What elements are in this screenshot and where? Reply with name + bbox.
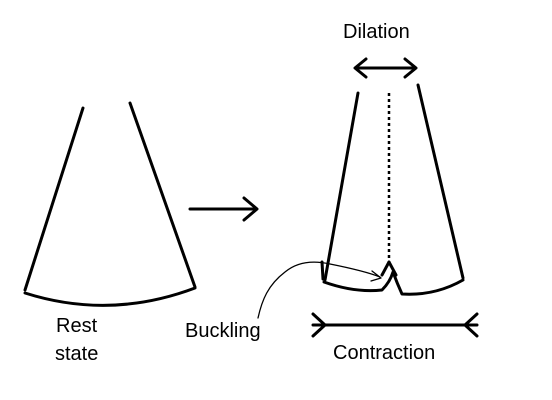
deformed-cone-left-wall [323, 91, 360, 282]
buckling-pointer-head [370, 270, 382, 282]
transition-arrow [188, 196, 259, 222]
rest-cone-base [23, 286, 197, 307]
contraction-arrow-right-head [463, 312, 479, 338]
deformed-cone-left-wall-foot [320, 260, 325, 281]
deformed-cone [320, 83, 465, 296]
buckling-pointer [257, 261, 382, 319]
dilation-arrow-left-head [353, 57, 368, 79]
buckling-label: Buckling [185, 320, 261, 342]
contraction-arrow [311, 312, 479, 338]
deformed-cone-buckled-base [322, 270, 465, 296]
dilation-arrow-right-head [403, 57, 418, 79]
rest-state-label-line1: Rest [56, 315, 98, 337]
rest-cone-right-wall [128, 101, 197, 289]
deformed-cone-right-wall [416, 83, 465, 280]
contraction-arrow-left-head [311, 312, 327, 338]
rest-state-cone [23, 101, 197, 307]
rest-cone-left-wall [23, 106, 85, 292]
dilation-arrow [353, 57, 418, 79]
dilation-label: Dilation [343, 21, 410, 43]
center-axis-arrow-head [380, 260, 398, 277]
transition-arrow-head [242, 196, 259, 222]
rest-state-label-line2: state [55, 343, 98, 365]
contraction-label: Contraction [333, 342, 435, 364]
buckling-pointer-line [257, 261, 381, 319]
